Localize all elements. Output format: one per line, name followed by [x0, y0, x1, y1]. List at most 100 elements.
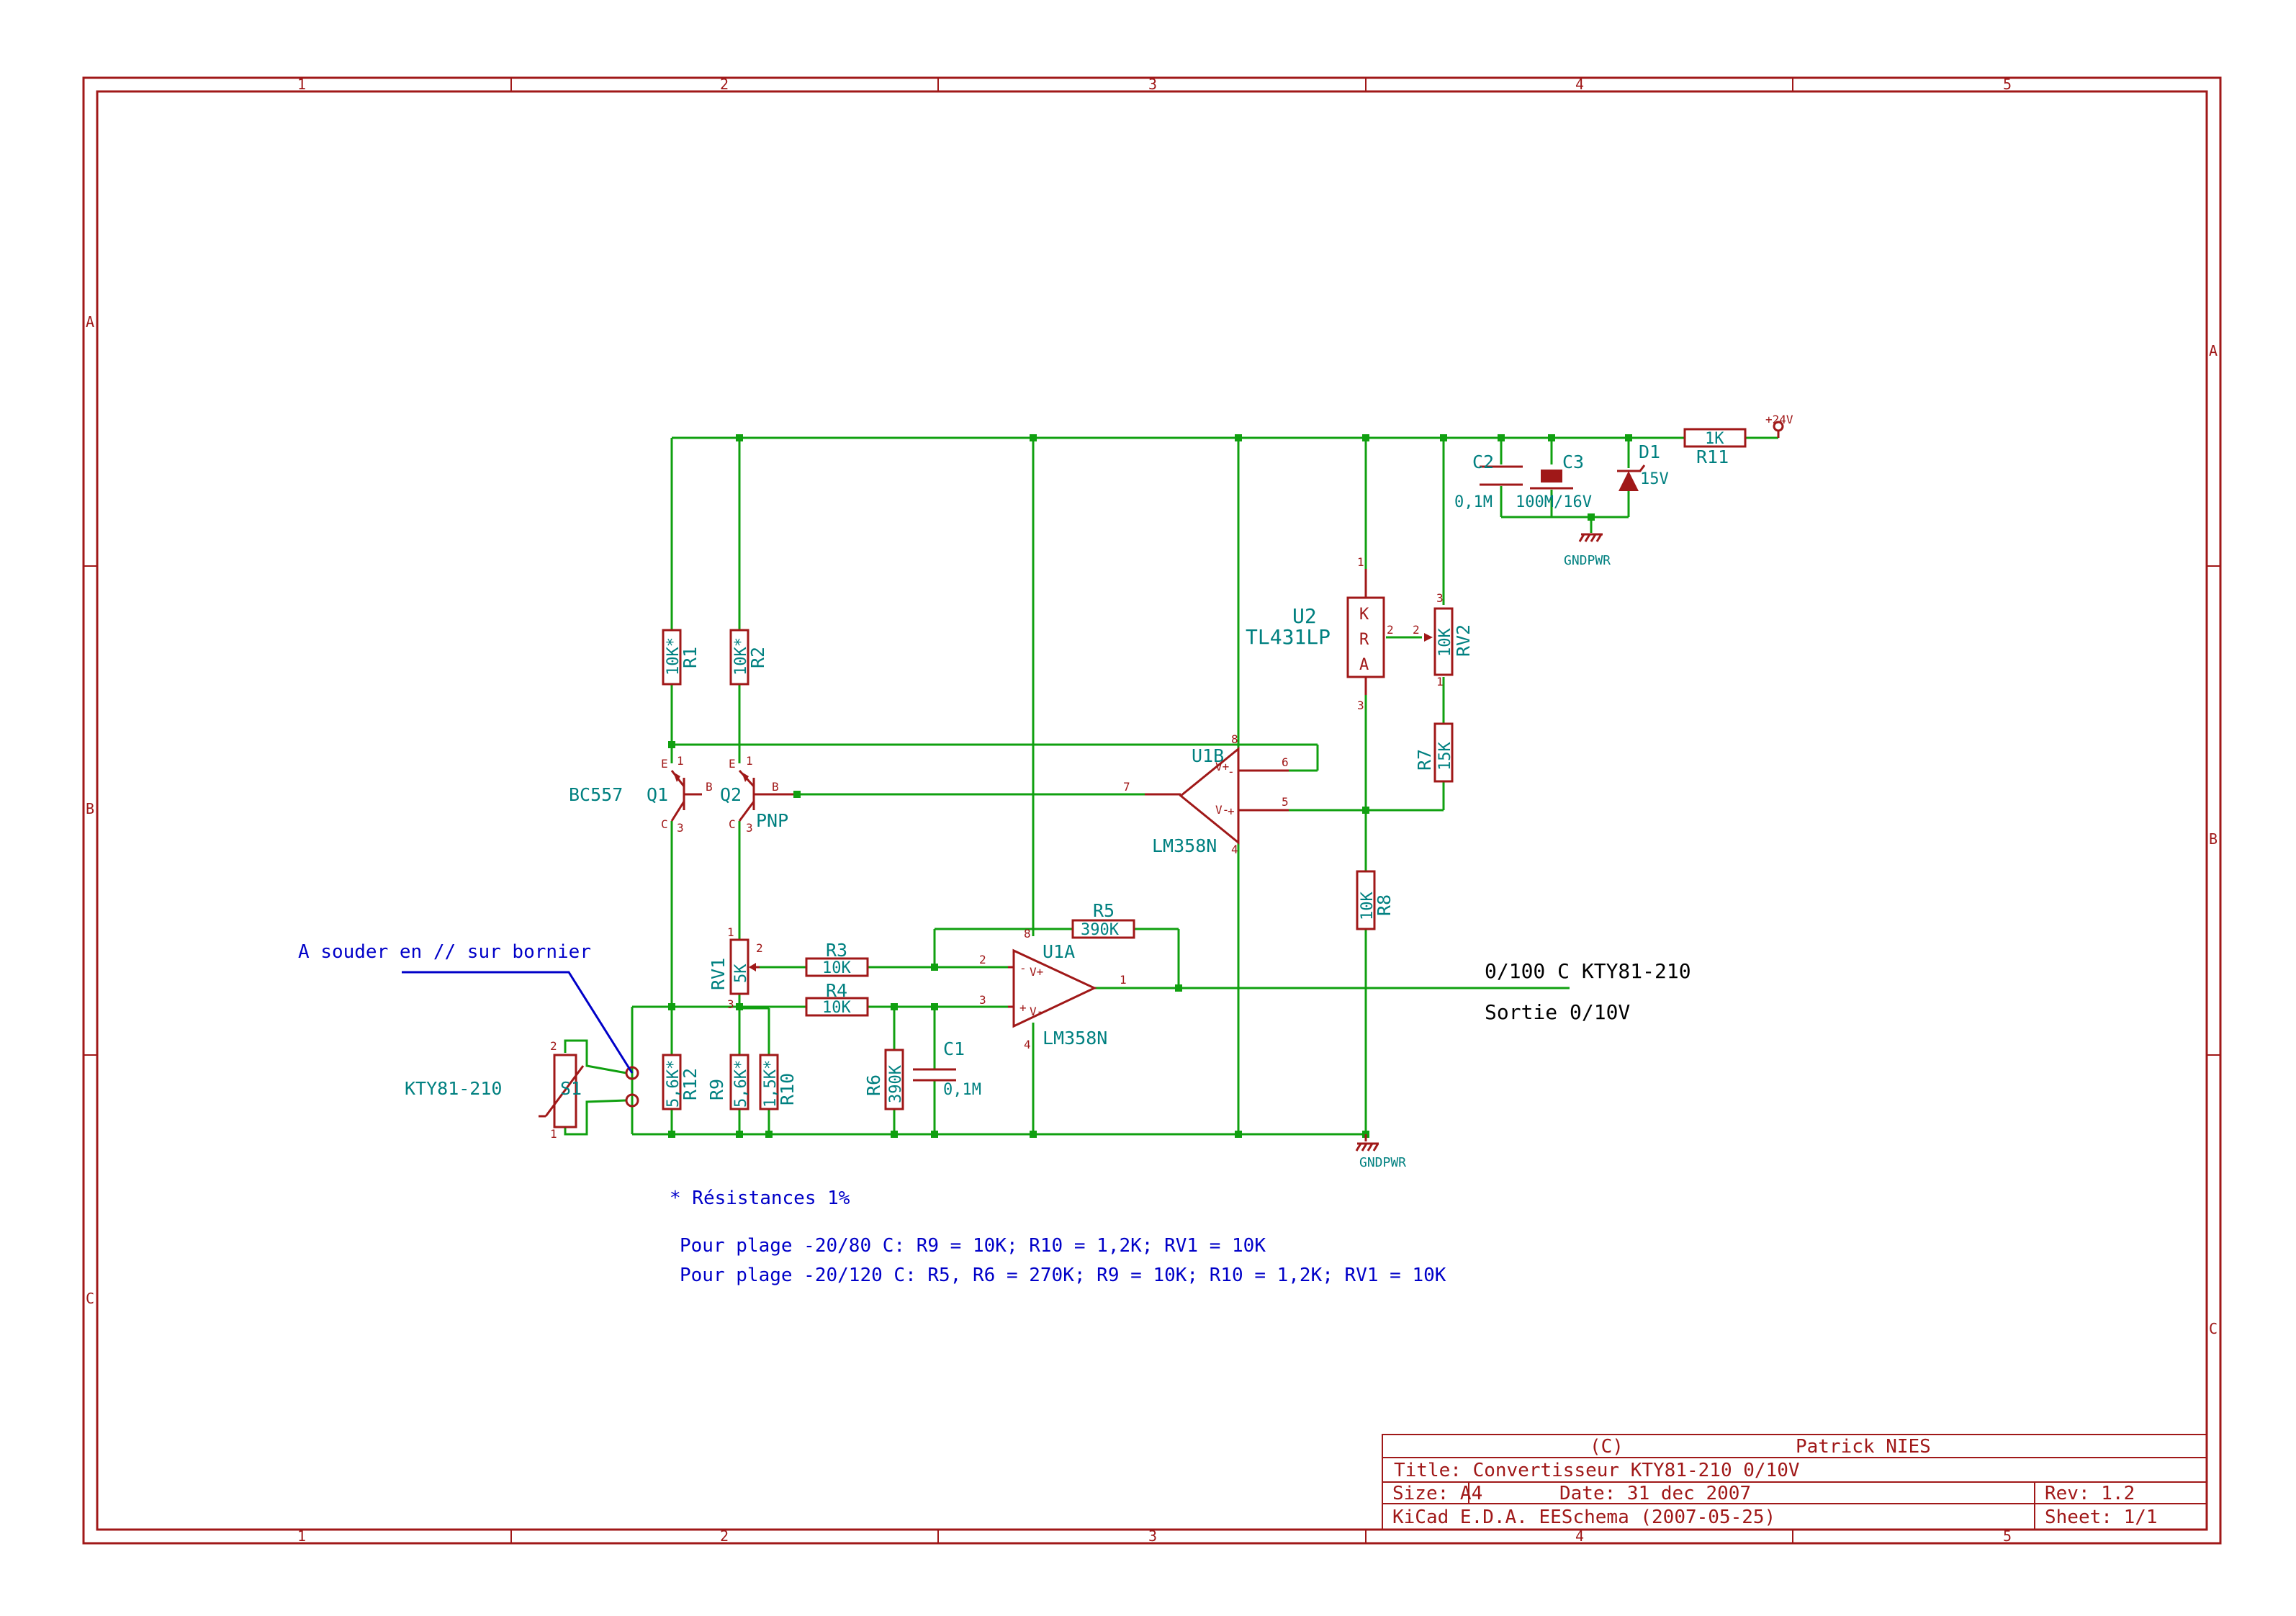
svg-text:1: 1	[550, 1127, 557, 1141]
svg-text:1: 1	[1436, 675, 1444, 688]
output-terminal	[793, 791, 801, 798]
svg-text:2: 2	[550, 1039, 557, 1053]
sensor-s1: 2 1 S1 KTY81-210	[405, 1039, 639, 1141]
col-label-3-bottom: 3	[1148, 1527, 1157, 1545]
svg-text:R3: R3	[826, 940, 847, 961]
svg-text:3: 3	[746, 821, 753, 835]
svg-text:4: 4	[1024, 1038, 1031, 1051]
svg-text:15V: 15V	[1640, 470, 1669, 488]
svg-text:A souder en // sur bornier: A souder en // sur bornier	[298, 941, 591, 963]
resistor-r8: 10K R8	[1356, 870, 1395, 930]
title-author: Patrick NIES	[1796, 1436, 1931, 1458]
svg-text:1: 1	[1357, 555, 1364, 569]
svg-text:C2: C2	[1472, 452, 1494, 472]
svg-text:8: 8	[1024, 927, 1031, 941]
precision-note: * Résistances 1%	[670, 1188, 850, 1209]
svg-text:R: R	[1359, 631, 1369, 649]
svg-text:2: 2	[1413, 623, 1420, 637]
svg-text:15K: 15K	[1436, 742, 1454, 771]
svg-text:B: B	[706, 780, 713, 794]
svg-text:C1: C1	[943, 1038, 965, 1059]
svg-text:RV2: RV2	[1453, 624, 1474, 657]
col-label-3: 3	[1148, 76, 1157, 93]
svg-text:7: 7	[1123, 780, 1130, 794]
vcc-terminal: +24V	[1765, 413, 1793, 438]
svg-text:R12: R12	[680, 1068, 701, 1100]
svg-text:V+: V+	[1215, 760, 1229, 773]
svg-text:1: 1	[1120, 973, 1127, 987]
svg-text:PNP: PNP	[756, 810, 788, 831]
svg-text:5: 5	[1282, 795, 1289, 809]
resistor-r10: 1,5K* R10	[759, 1054, 798, 1110]
svg-text:S1: S1	[560, 1078, 582, 1099]
svg-text:BC557: BC557	[569, 784, 623, 805]
row-label-c: C	[86, 1290, 94, 1307]
title-size: Size: A4	[1392, 1483, 1482, 1504]
svg-text:390K: 390K	[1081, 921, 1120, 939]
svg-text:3: 3	[677, 821, 684, 835]
transistor-q2: E C 1 3 B Q2 PNP	[720, 754, 797, 835]
svg-text:1,5K*: 1,5K*	[762, 1060, 780, 1108]
svg-text:10K: 10K	[822, 999, 851, 1017]
svg-text:V+: V+	[1030, 965, 1043, 979]
svg-text:LM358N: LM358N	[1043, 1028, 1107, 1049]
ground-symbol-top: GNDPWR	[1564, 533, 1611, 568]
svg-text:1K: 1K	[1705, 430, 1724, 448]
svg-text:RV1: RV1	[708, 958, 729, 990]
svg-text:1: 1	[677, 754, 684, 768]
svg-text:U1A: U1A	[1043, 941, 1075, 962]
row-label-a-right: A	[2209, 342, 2218, 359]
svg-text:C3: C3	[1562, 452, 1584, 472]
svg-text:390K: 390K	[887, 1064, 905, 1103]
output-label-voltage: Sortie 0/10V	[1485, 1000, 1630, 1024]
zener-diode-d1: D1 15V	[1617, 441, 1669, 491]
opamp-u1a: - + V+ V- 2 3 1 8 4 U1A LM358N	[979, 927, 1127, 1051]
row-label-b: B	[86, 800, 94, 817]
col-label-1: 1	[297, 76, 306, 93]
title-date: Date: 31 dec 2007	[1559, 1483, 1751, 1504]
svg-text:+: +	[1228, 804, 1235, 818]
col-label-2: 2	[720, 76, 729, 93]
resistor-r11: 1K R11	[1683, 428, 1747, 467]
svg-text:8: 8	[1231, 732, 1238, 746]
potentiometer-rv2: 10K RV2 3 1 2	[1413, 591, 1474, 688]
range-note-1: Pour plage -20/80 C: R9 = 10K; R10 = 1,2…	[680, 1235, 1266, 1257]
svg-text:5,6K*: 5,6K*	[665, 1060, 683, 1108]
svg-text:10K*: 10K*	[665, 637, 683, 675]
col-label-1-bottom: 1	[297, 1527, 306, 1545]
title-sheet: Sheet: 1/1	[2045, 1507, 2158, 1528]
title-copyright: (C)	[1590, 1436, 1624, 1458]
svg-text:10K: 10K	[822, 959, 851, 977]
resistor-r12: 5,6K* R12	[662, 1054, 701, 1110]
output-label-range: 0/100 C KTY81-210	[1485, 959, 1691, 983]
svg-text:LM358N: LM358N	[1152, 835, 1217, 856]
svg-text:3: 3	[1357, 699, 1364, 712]
svg-text:R6: R6	[863, 1074, 884, 1096]
transistor-q1: E C 1 3 B Q1 BC557	[569, 754, 713, 835]
svg-text:1: 1	[746, 754, 753, 768]
resistor-r6: 390K R6	[863, 1049, 905, 1110]
svg-text:Q1: Q1	[647, 784, 668, 805]
svg-text:R10: R10	[777, 1073, 798, 1105]
resistor-r1: 10K* R1	[662, 629, 701, 686]
svg-text:GNDPWR: GNDPWR	[1564, 553, 1611, 568]
svg-text:C: C	[729, 817, 736, 831]
svg-text:4: 4	[1231, 843, 1238, 856]
col-label-5: 5	[2003, 76, 2012, 93]
potentiometer-rv1: 5K RV1 2 1 3	[708, 925, 763, 1011]
svg-text:Q2: Q2	[720, 784, 742, 805]
resistor-r3: 10K R3	[805, 940, 869, 977]
resistor-r9: 5,6K* R9	[706, 1054, 750, 1110]
svg-text:10K*: 10K*	[732, 637, 750, 675]
svg-text:-: -	[1228, 765, 1235, 778]
svg-text:A: A	[1359, 656, 1369, 674]
col-label-5-bottom: 5	[2003, 1527, 2012, 1545]
svg-text:0,1M: 0,1M	[1454, 493, 1493, 511]
ground-symbol-bottom: GNDPWR	[1355, 1134, 1406, 1170]
svg-text:+24V: +24V	[1765, 413, 1793, 426]
svg-text:GNDPWR: GNDPWR	[1359, 1155, 1406, 1170]
svg-text:TL431LP: TL431LP	[1246, 625, 1331, 649]
svg-text:U2: U2	[1292, 604, 1317, 628]
svg-text:6: 6	[1282, 755, 1289, 769]
